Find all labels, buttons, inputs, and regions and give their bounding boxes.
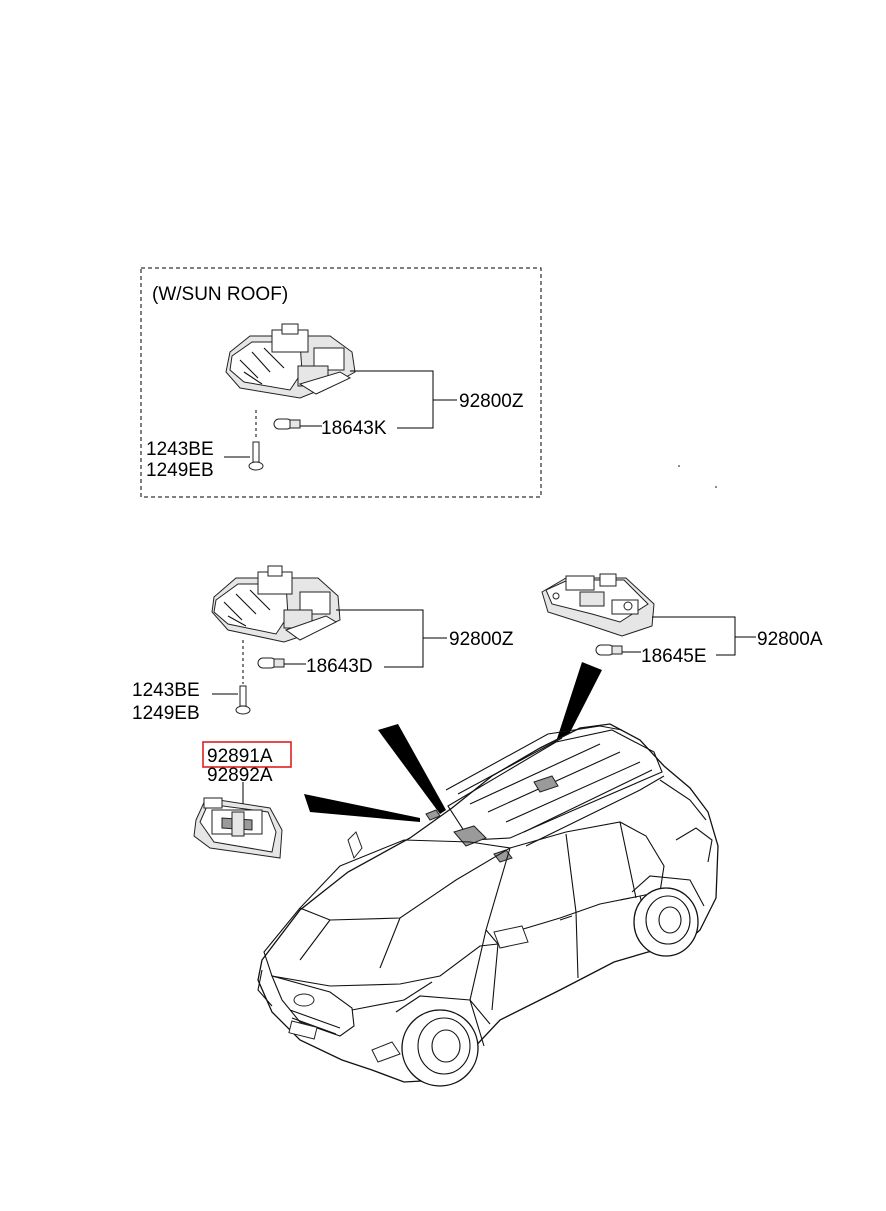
sunroof-title: (W/SUN ROOF) bbox=[152, 284, 288, 305]
sunroof-bulb[interactable] bbox=[273, 418, 301, 430]
vanity-part-highlighted-label[interactable]: 92891A bbox=[207, 746, 273, 767]
pointer-front-lamp bbox=[378, 724, 446, 814]
front-screw[interactable] bbox=[235, 640, 251, 715]
front-wheel bbox=[401, 1009, 479, 1087]
front-bulb[interactable] bbox=[257, 657, 285, 669]
sunroof-bulb-label: 18643K bbox=[321, 418, 387, 439]
pointer-vanity-lamp bbox=[304, 794, 420, 822]
vanity-lamp[interactable] bbox=[193, 797, 283, 859]
rear-room-lamp[interactable] bbox=[541, 573, 655, 637]
front-bulb-label: 18643D bbox=[306, 656, 373, 677]
front-overhead-lamp[interactable] bbox=[211, 565, 341, 643]
pointer-rear-lamp bbox=[554, 662, 602, 752]
highlight-box bbox=[202, 741, 292, 768]
sunroof-dashed-box bbox=[140, 267, 542, 498]
sunroof-overhead-lamp[interactable] bbox=[225, 323, 356, 399]
rear-wheel bbox=[633, 887, 699, 957]
vanity-part-other-label: 92892A bbox=[207, 765, 273, 786]
sunroof-group: (W/SUN ROOF) 92800Z 18643K bbox=[140, 267, 542, 498]
front-lamp-group: 92800Z 18643D 1243BE 1249EB bbox=[132, 565, 514, 724]
vehicle-illustration bbox=[257, 723, 719, 1087]
rear-bulb-label: 18645E bbox=[641, 646, 707, 667]
front-screw-label-a: 1243BE bbox=[132, 680, 200, 701]
sunroof-assembly-label: 92800Z bbox=[459, 391, 524, 412]
vanity-lamp-group: 92891A 92892A bbox=[193, 741, 292, 859]
rear-lamp-group: 92800A 18645E bbox=[541, 573, 823, 667]
sunroof-screw-label-b: 1249EB bbox=[146, 460, 214, 481]
rear-assembly-label: 92800A bbox=[757, 629, 823, 650]
front-assembly-label: 92800Z bbox=[449, 629, 514, 650]
vehicle-body bbox=[257, 723, 719, 1083]
front-screw-label-b: 1249EB bbox=[132, 703, 200, 724]
rear-bulb[interactable] bbox=[595, 644, 623, 656]
pointer-arrows bbox=[304, 662, 602, 822]
sunroof-screw-label-a: 1243BE bbox=[146, 439, 214, 460]
sunroof-screw[interactable] bbox=[248, 410, 264, 471]
